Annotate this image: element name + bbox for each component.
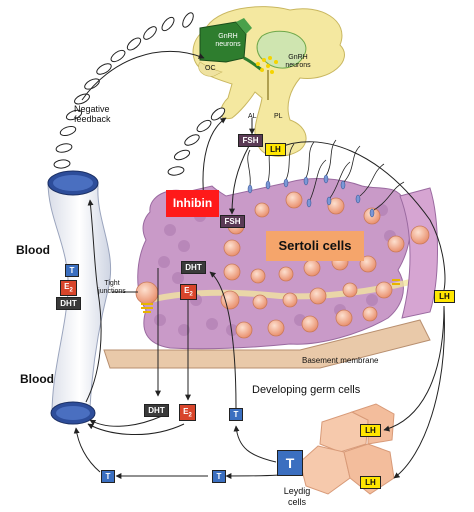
leydig-cell-cluster bbox=[299, 403, 395, 495]
sertoli-cells-label: Sertoli cells bbox=[266, 231, 364, 261]
t-lower-badge: T bbox=[229, 408, 243, 421]
basement-membrane-label: Basement membrane bbox=[302, 356, 379, 365]
e2-blood-letter: E bbox=[64, 282, 70, 291]
t-bottom-mid-badge: T bbox=[212, 470, 226, 483]
lh-leydig-bottom-badge: LH bbox=[360, 476, 381, 489]
blood-label-bottom: Blood bbox=[20, 372, 54, 386]
dht-inside-badge: DHT bbox=[181, 261, 206, 274]
e2-lower-badge: E2 bbox=[179, 404, 196, 421]
developing-germ-cells-label: Developing germ cells bbox=[252, 384, 361, 396]
dht-blood-badge: DHT bbox=[56, 297, 81, 310]
t-leydig-badge: T bbox=[277, 450, 303, 476]
e2-blood-badge: E2 bbox=[60, 280, 77, 296]
gnrh-neurons-light bbox=[256, 30, 307, 74]
e2-blood-subscript: 2 bbox=[69, 287, 73, 294]
tight-junctions-label: Tight junctions bbox=[98, 280, 126, 295]
e2-lower-subscript: 2 bbox=[188, 412, 192, 419]
e2-lower-letter: E bbox=[183, 407, 189, 416]
lh-right-badge: LH bbox=[434, 290, 455, 303]
gnrh-neurons-light-label: GnRH neurons bbox=[285, 54, 311, 69]
t-bottom-left-badge: T bbox=[101, 470, 115, 483]
e2-inside-badge: E2 bbox=[180, 284, 197, 300]
gnrh-neurons-dark-label: GnRH neurons bbox=[215, 33, 241, 48]
al-label: AL bbox=[248, 113, 257, 120]
leydig-cells-label: Leydig cells bbox=[283, 486, 311, 507]
sperm-cells bbox=[247, 139, 405, 211]
sperm-heads bbox=[247, 174, 375, 218]
t-blood-badge: T bbox=[65, 264, 79, 277]
pl-label: PL bbox=[274, 113, 283, 120]
tight-junction-marks bbox=[141, 279, 400, 313]
negative-feedback-label: Negative feedback bbox=[74, 104, 111, 124]
negative-feedback-ovals bbox=[53, 12, 226, 176]
dht-lower-badge: DHT bbox=[144, 404, 169, 417]
fsh-sertoli-badge: FSH bbox=[220, 215, 245, 228]
lh-leydig-top-badge: LH bbox=[360, 424, 381, 437]
germ-cells bbox=[135, 191, 430, 339]
e2-inside-letter: E bbox=[184, 286, 190, 295]
blood-label-top: Blood bbox=[16, 243, 50, 257]
seminiferous-tubule bbox=[103, 178, 438, 369]
oc-label: OC bbox=[205, 65, 216, 72]
fsh-pituitary-badge: FSH bbox=[238, 134, 263, 147]
e2-inside-subscript: 2 bbox=[189, 291, 193, 298]
inhibin-label: Inhibin bbox=[166, 190, 219, 217]
lh-pituitary-badge: LH bbox=[265, 143, 286, 156]
